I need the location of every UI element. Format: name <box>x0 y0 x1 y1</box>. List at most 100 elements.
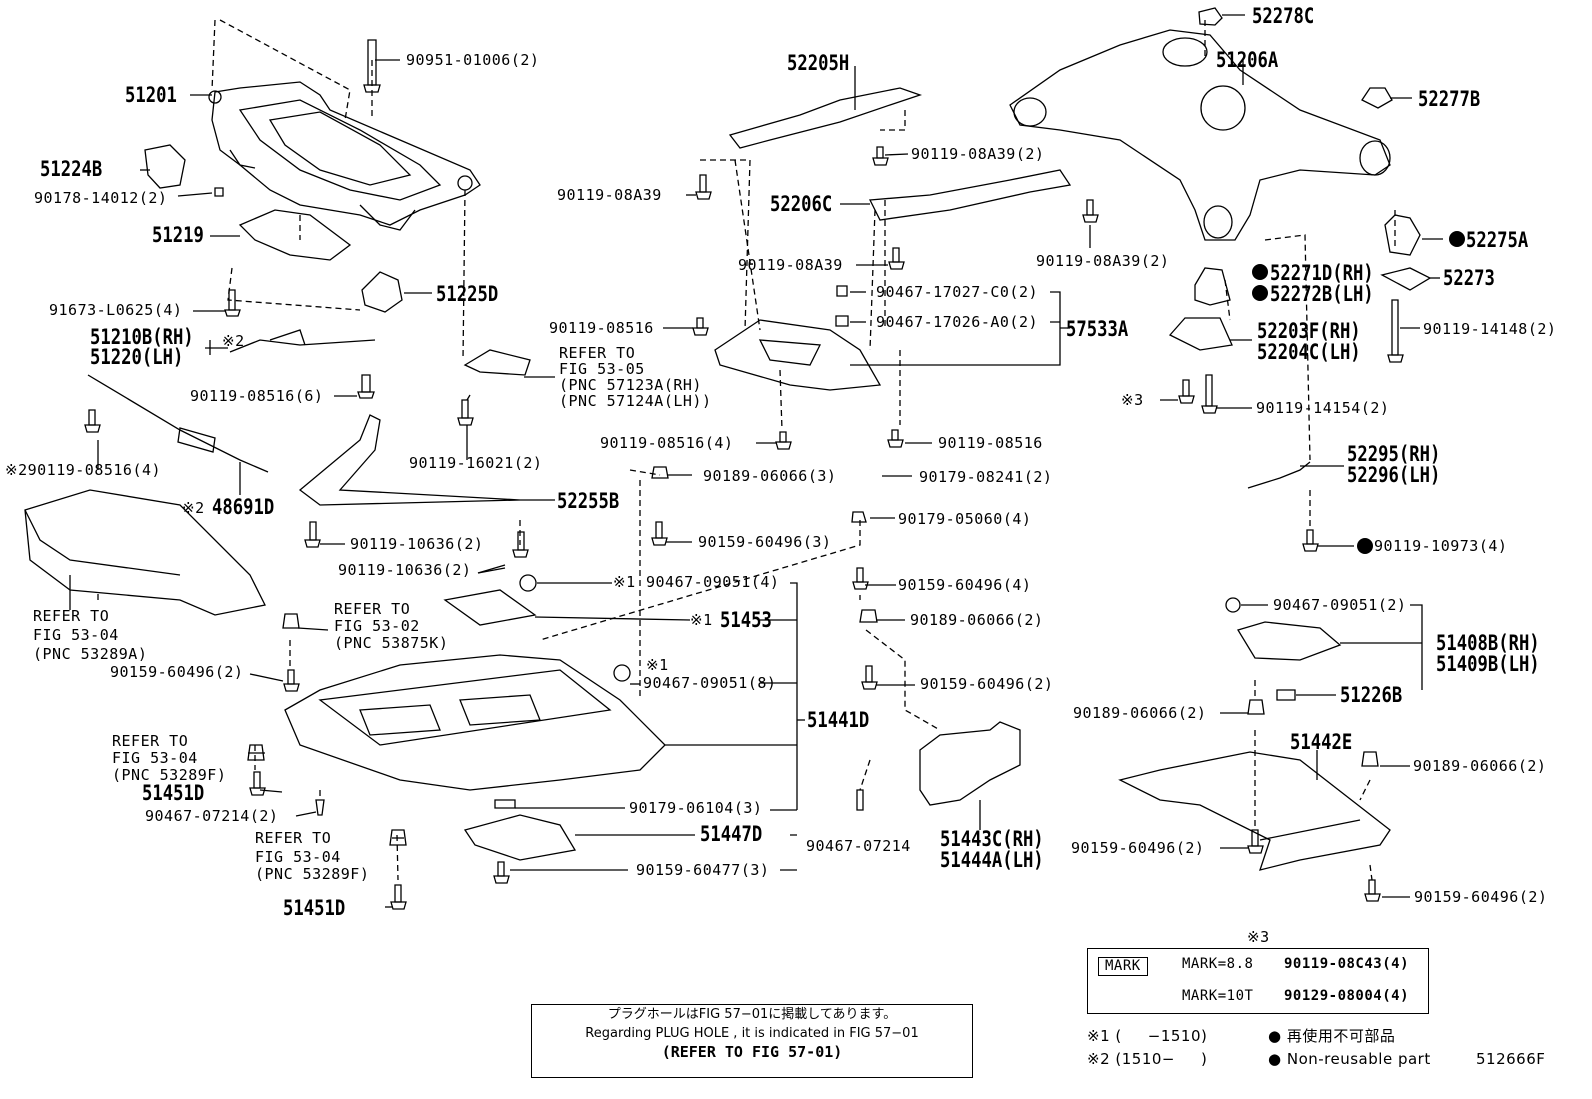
label-refer-5304-g3: (PNC 53289F) <box>255 865 370 883</box>
label-refer-5304-a3: (PNC 53289A) <box>33 645 148 663</box>
label-90179-05060: 90179-05060(4) <box>898 510 1032 528</box>
label-refer-5304-a2: FIG 53-04 <box>33 626 119 644</box>
label-51210b: 51210B(RH) <box>90 325 194 349</box>
label-90119-08a39-2b: 90119-08A39(2) <box>1036 252 1170 270</box>
label-90119-10636-b: 90119-10636(2) <box>338 561 472 579</box>
label-52271d: 52271D(RH) <box>1270 261 1374 285</box>
label-note1-c: ※1 <box>646 656 669 674</box>
label-refer-5302-2: FIG 53-02 <box>334 617 420 635</box>
label-90951-01006: 90951-01006(2) <box>406 51 540 69</box>
label-52204c: 52204C(LH) <box>1257 340 1361 364</box>
label-48691d: 48691D <box>212 495 275 519</box>
label-52272b: 52272B(LH) <box>1270 282 1374 306</box>
label-51453: 51453 <box>720 608 772 632</box>
legend-note1: ※1 ( −1510) <box>1087 1027 1208 1045</box>
label-90189-06066-2a: 90189-06066(2) <box>910 611 1044 629</box>
label-90159-60477: 90159-60477(3) <box>636 861 770 879</box>
label-52273: 52273 <box>1443 266 1495 290</box>
label-90159-60496-2c: 90159-60496(2) <box>1071 839 1205 857</box>
legend-nonreusable-jp: ● 再使用不可部品 <box>1268 1027 1396 1045</box>
label-refer-5304-g1: REFER TO <box>255 829 332 847</box>
label-note2-90119-08516-4: ※290119-08516(4) <box>5 461 162 479</box>
label-51226b: 51226B <box>1340 683 1403 707</box>
label-90119-10973: 90119-10973(4) <box>1374 537 1508 555</box>
label-90159-60496-2b: 90159-60496(2) <box>920 675 1054 693</box>
label-refer-5304-f2: FIG 53-04 <box>112 749 198 767</box>
label-51409b: 51409B(LH) <box>1436 652 1540 676</box>
label-51219: 51219 <box>152 223 204 247</box>
figure-code: 512666F <box>1476 1050 1546 1068</box>
note-line-ref: (REFER TO FIG 57-01) <box>661 1043 843 1061</box>
label-52206c: 52206C <box>770 192 833 216</box>
label-90189-06066-2b: 90189-06066(2) <box>1073 704 1207 722</box>
front-subframe-drawing <box>208 81 481 231</box>
label-90159-60496-3: 90159-60496(3) <box>698 533 832 551</box>
label-refer-5304-g2: FIG 53-04 <box>255 848 341 866</box>
note-line-jp: プラグホールはFIG 57−01に掲載してあります。 <box>607 1007 897 1022</box>
label-51443c: 51443C(RH) <box>940 827 1044 851</box>
label-refer-5304-f3: (PNC 53289F) <box>112 766 227 784</box>
label-refer-5302-3: (PNC 53875K) <box>334 634 449 652</box>
label-90467-07214-2: 90467-07214(2) <box>145 807 279 825</box>
label-52278c: 52278C <box>1252 4 1315 28</box>
label-note1-b: ※1 <box>690 611 713 629</box>
label-90189-06066-2c: 90189-06066(2) <box>1413 757 1547 775</box>
mark-row1-part: 90119-08C43(4) <box>1284 956 1410 972</box>
label-52275a: 52275A <box>1466 228 1529 252</box>
label-51408b: 51408B(RH) <box>1436 631 1540 655</box>
label-51206a: 51206A <box>1216 48 1279 72</box>
label-90467-17026: 90467-17026-A0(2) <box>876 313 1039 331</box>
label-51224b: 51224B <box>40 157 103 181</box>
label-refer-5305-4: (PNC 57124A(LH)) <box>559 392 712 410</box>
label-51451d-b: 51451D <box>283 896 346 920</box>
label-90119-08516-r: 90119-08516 <box>938 434 1043 452</box>
label-90179-06104: 90179-06104(3) <box>629 799 763 817</box>
mark-row2-part: 90129-08004(4) <box>1284 988 1410 1004</box>
label-90119-08a39-c: 90119-08A39 <box>738 256 843 274</box>
label-90467-09051-4: 90467-09051(4) <box>646 573 780 591</box>
label-51441d: 51441D <box>807 708 870 732</box>
mark-row1-mark: MARK=8.8 <box>1182 956 1254 972</box>
label-90467-17027: 90467-17027-C0(2) <box>876 283 1039 301</box>
label-51451d-a: 51451D <box>142 781 205 805</box>
label-52296: 52296(LH) <box>1347 463 1441 487</box>
mark-table-caption: ※3 <box>1247 928 1270 946</box>
label-note3: ※3 <box>1121 391 1144 409</box>
label-52203f: 52203F(RH) <box>1257 319 1361 343</box>
label-refer-5305-3: (PNC 57123A(RH) <box>559 376 702 394</box>
label-90119-08516-l: 90119-08516 <box>549 319 654 337</box>
clip-icons <box>247 466 1379 846</box>
label-51220: 51220(LH) <box>90 345 184 369</box>
legend-nonreusable-en: ● Non-reusable part <box>1268 1050 1431 1068</box>
label-note2-48691d: ※2 <box>182 499 205 517</box>
label-refer-5302-1: REFER TO <box>334 600 411 618</box>
label-90179-08241: 90179-08241(2) <box>919 468 1053 486</box>
label-90119-08a39: 90119-08A39 <box>557 186 662 204</box>
label-90467-09051-2: 90467-09051(2) <box>1273 596 1407 614</box>
label-90159-60496-4: 90159-60496(4) <box>898 576 1032 594</box>
label-refer-5304-a1: REFER TO <box>33 607 110 625</box>
note-line-en: Regarding PLUG HOLE , it is indicated in… <box>585 1026 919 1041</box>
label-52295: 52295(RH) <box>1347 442 1441 466</box>
label-90189-06066-3: 90189-06066(3) <box>703 467 837 485</box>
label-91673-l0625: 91673-L0625(4) <box>49 301 183 319</box>
mark-table-header: MARK <box>1098 957 1148 976</box>
bolt-icons <box>84 39 1404 910</box>
label-90119-08516-6: 90119-08516(6) <box>190 387 324 405</box>
label-refer-5305-1: REFER TO <box>559 344 636 362</box>
label-90467-09051-8: 90467-09051(8) <box>643 674 777 692</box>
label-90159-60496-2a: 90159-60496(2) <box>110 663 244 681</box>
label-note2-top: ※2 <box>222 332 245 350</box>
plug-hole-note: プラグホールはFIG 57−01に掲載してあります。 Regarding PLU… <box>531 1004 973 1078</box>
label-52255b: 52255B <box>557 489 620 513</box>
label-90119-16021: 90119-16021(2) <box>409 454 543 472</box>
label-90119-08a39-2a: 90119-08A39(2) <box>911 145 1045 163</box>
label-51444a: 51444A(LH) <box>940 848 1044 872</box>
legend-note2: ※2 (1510− ) <box>1087 1050 1208 1068</box>
label-90467-07214: 90467-07214 <box>806 837 911 855</box>
label-90178-14012: 90178-14012(2) <box>34 189 168 207</box>
label-52277b: 52277B <box>1418 87 1481 111</box>
label-90119-14148: 90119-14148(2) <box>1423 320 1557 338</box>
label-90119-08516-4: 90119-08516(4) <box>600 434 734 452</box>
